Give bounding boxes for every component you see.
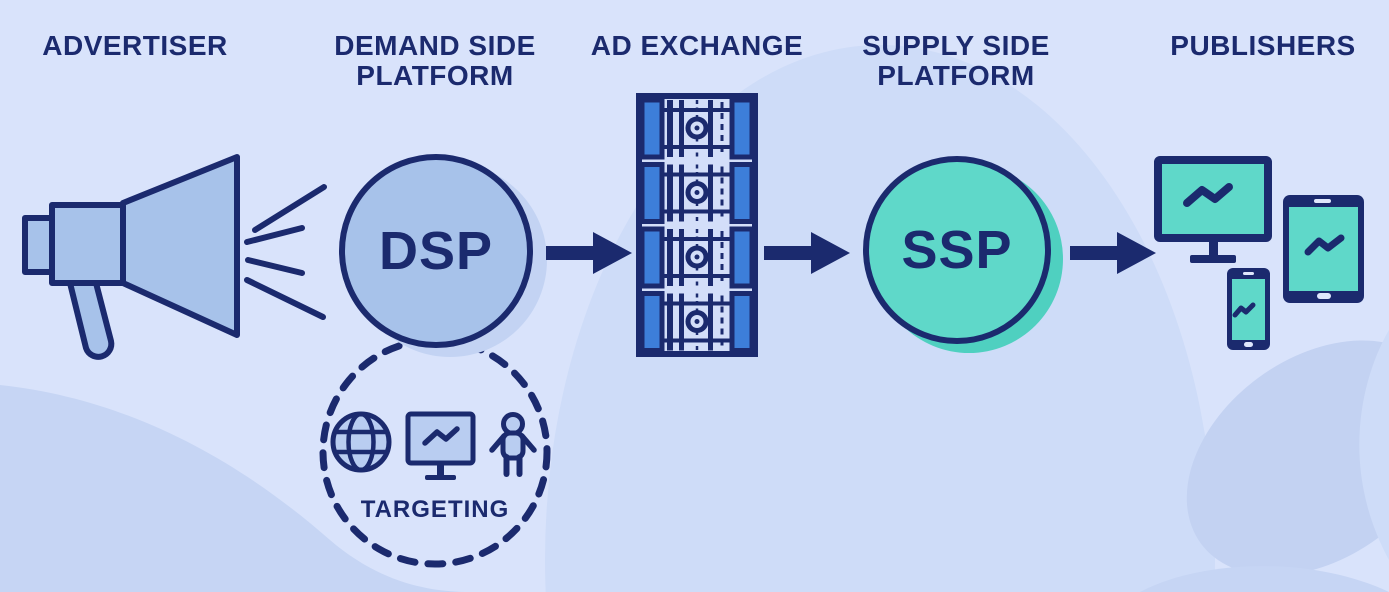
megaphone-icon [22, 154, 327, 360]
flow-arrow-exchange-to-ssp [764, 232, 850, 274]
targeting-icons [330, 411, 537, 480]
publisher-devices [1154, 156, 1364, 350]
stage-label-publishers: PUBLISHERS [1170, 30, 1356, 61]
ssp-node: SSP [863, 156, 1051, 344]
targeting-monitor-icon [405, 411, 476, 480]
dsp-node: DSP [339, 154, 533, 348]
flow-arrow-ssp-to-publishers [1070, 232, 1156, 274]
stage-label-advertiser: ADVERTISER [42, 30, 228, 61]
globe-icon [330, 411, 392, 473]
monitor-icon [1154, 156, 1272, 263]
targeting-label: TARGETING [360, 496, 510, 523]
ad-exchange-icon [636, 93, 758, 357]
phone-icon [1227, 268, 1270, 350]
tablet-icon [1283, 195, 1364, 303]
person-icon [489, 412, 537, 477]
stage-label-demand-side-platform: DEMAND SIDE PLATFORM [334, 30, 536, 91]
stage-label-ad-exchange: AD EXCHANGE [590, 30, 804, 61]
dsp-node-label: DSP [378, 221, 494, 281]
flow-arrow-dsp-to-exchange [546, 232, 632, 274]
stage-label-supply-side-platform: SUPPLY SIDE PLATFORM [862, 30, 1050, 91]
targeting-circle [319, 336, 551, 568]
ssp-node-label: SSP [901, 220, 1013, 280]
